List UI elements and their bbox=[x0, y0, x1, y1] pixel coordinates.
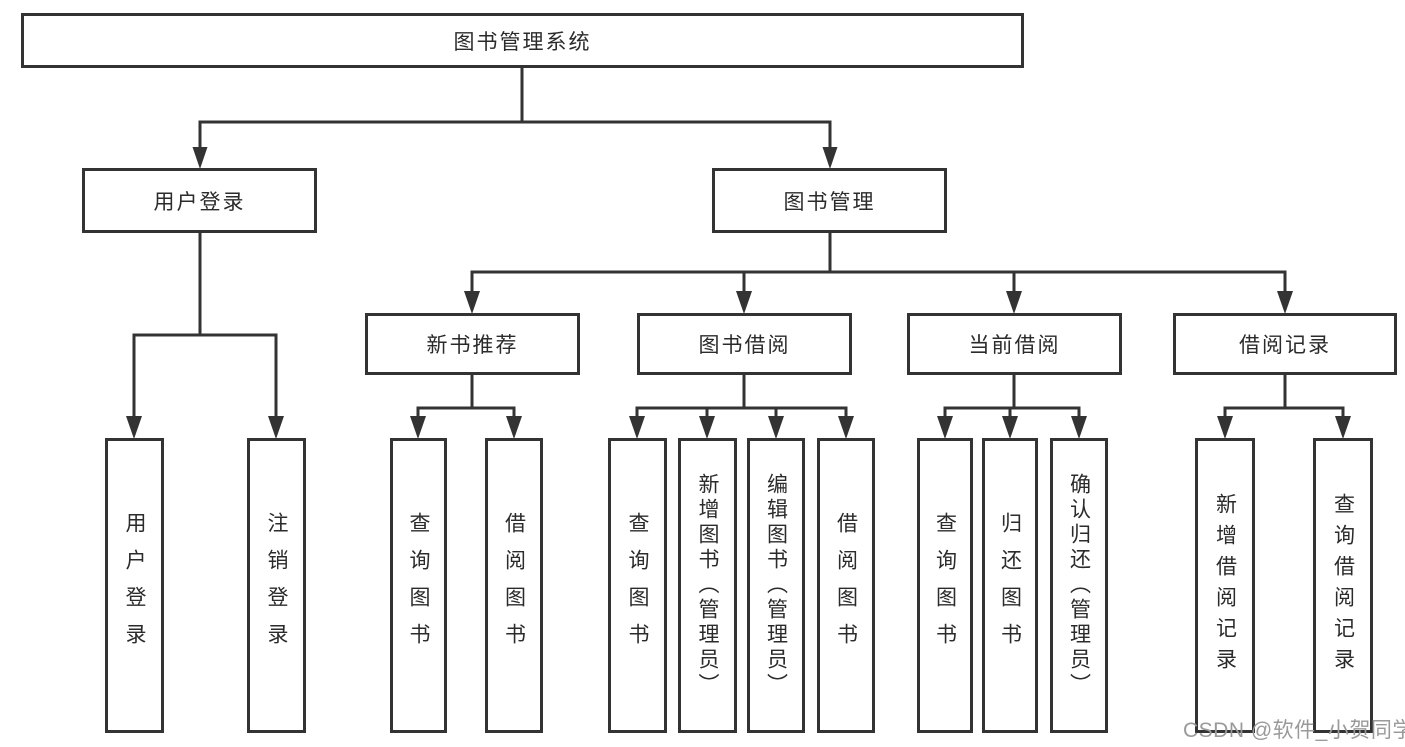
node-book-borrow: 图书借阅 bbox=[637, 313, 852, 375]
connector-root-to-branches bbox=[192, 66, 838, 169]
watermark: CSDN @软件_小贺同学 bbox=[1183, 719, 1405, 742]
leaf-query-books-recommend-label: 查询图书 bbox=[407, 511, 430, 660]
leaf-add-books-admin: 新增图书（管理员） bbox=[678, 438, 737, 733]
leaf-logout-label: 注销登录 bbox=[265, 511, 288, 660]
node-root-label: 图书管理系统 bbox=[453, 30, 592, 54]
node-new-book-recommend: 新书推荐 bbox=[365, 313, 580, 375]
leaf-query-borrow-record: 查询借阅记录 bbox=[1313, 438, 1373, 733]
connector-user-login-children bbox=[126, 231, 284, 439]
connector-new-book-children bbox=[410, 373, 522, 439]
leaf-query-books-borrow-label: 查询图书 bbox=[626, 511, 649, 660]
leaf-return-books-label: 归还图书 bbox=[998, 511, 1022, 660]
node-borrow-records-label: 借阅记录 bbox=[1239, 334, 1331, 357]
leaf-edit-books-admin-label: 编辑图书（管理员） bbox=[764, 473, 788, 698]
node-current-borrow: 当前借阅 bbox=[907, 313, 1122, 375]
node-book-management: 图书管理 bbox=[712, 168, 947, 233]
node-new-book-recommend-label: 新书推荐 bbox=[426, 334, 519, 357]
leaf-query-books-recommend: 查询图书 bbox=[390, 438, 447, 733]
leaf-edit-books-admin: 编辑图书（管理员） bbox=[747, 438, 805, 733]
leaf-add-borrow-record: 新增借阅记录 bbox=[1195, 438, 1255, 733]
connector-current-borrow-children bbox=[937, 373, 1087, 439]
node-book-borrow-label: 图书借阅 bbox=[698, 334, 791, 357]
node-current-borrow-label: 当前借阅 bbox=[968, 334, 1061, 357]
node-borrow-records: 借阅记录 bbox=[1173, 313, 1397, 375]
node-user-login: 用户登录 bbox=[82, 168, 317, 233]
leaf-borrow-books-recommend-label: 借阅图书 bbox=[502, 511, 526, 660]
leaf-confirm-return-admin-label: 确认归还（管理员） bbox=[1067, 473, 1091, 698]
leaf-user-login: 用户登录 bbox=[105, 438, 164, 733]
leaf-confirm-return-admin: 确认归还（管理员） bbox=[1050, 438, 1108, 733]
leaf-query-books-borrow: 查询图书 bbox=[608, 438, 667, 733]
leaf-borrow-books-label: 借阅图书 bbox=[834, 511, 858, 660]
connector-book-borrow-children bbox=[629, 373, 854, 439]
leaf-return-books: 归还图书 bbox=[982, 438, 1038, 733]
leaf-add-borrow-record-label: 新增借阅记录 bbox=[1213, 492, 1237, 679]
node-book-management-label: 图书管理 bbox=[783, 190, 876, 214]
leaf-user-login-label: 用户登录 bbox=[123, 511, 146, 660]
leaf-query-books-current: 查询图书 bbox=[917, 438, 973, 733]
leaf-borrow-books-recommend: 借阅图书 bbox=[485, 438, 543, 733]
leaf-add-books-admin-label: 新增图书（管理员） bbox=[696, 473, 719, 698]
connector-borrow-records-children bbox=[1217, 373, 1351, 439]
leaf-query-borrow-record-label: 查询借阅记录 bbox=[1331, 492, 1355, 679]
connector-book-management-sections bbox=[464, 231, 1293, 314]
leaf-borrow-books: 借阅图书 bbox=[817, 438, 875, 733]
node-root-system: 图书管理系统 bbox=[21, 13, 1024, 68]
leaf-logout: 注销登录 bbox=[247, 438, 306, 733]
leaf-query-books-current-label: 查询图书 bbox=[933, 511, 957, 660]
node-user-login-label: 用户登录 bbox=[153, 190, 246, 214]
